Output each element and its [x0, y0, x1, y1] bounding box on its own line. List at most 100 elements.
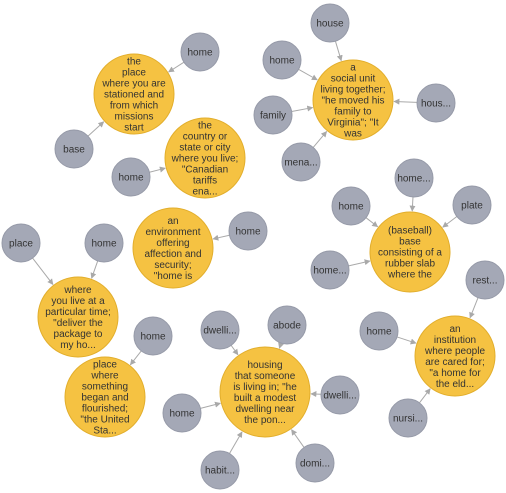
sense-node-label-line: the pon...: [244, 415, 286, 426]
word-node-circle[interactable]: [320, 375, 360, 415]
sense-node-label-line: where people: [424, 346, 485, 357]
word-node-hous[interactable]: hous...: [416, 83, 456, 123]
word-node-home[interactable]: home: [180, 32, 220, 72]
sense-node-circle[interactable]: [64, 356, 146, 438]
edge-w6-to-s3: [291, 105, 314, 112]
word-node-family[interactable]: family: [253, 95, 293, 135]
word-node-circle[interactable]: [452, 185, 492, 225]
word-node-label: home...: [313, 266, 346, 277]
edge-w7-to-s3: [393, 98, 418, 105]
word-node-label: home: [187, 48, 212, 59]
word-node-abode[interactable]: abode: [267, 305, 307, 345]
word-node-circle[interactable]: [111, 157, 151, 197]
sense-node-label-line: "the United: [80, 415, 129, 426]
sense-node-label-line: affection and: [144, 249, 201, 260]
word-node-circle[interactable]: [394, 158, 434, 198]
edge-w1-to-s1: [168, 61, 185, 73]
word-node-circle[interactable]: [465, 260, 505, 300]
word-node-circle[interactable]: [162, 393, 202, 433]
edge-w8-to-s3: [312, 130, 328, 148]
word-node-label: family: [260, 111, 286, 122]
word-node-home[interactable]: home: [359, 311, 399, 351]
sense-node-label-line: package to: [54, 329, 103, 340]
edge-w5-to-s3: [298, 68, 318, 81]
word-node-circle[interactable]: [295, 443, 335, 483]
word-node-circle[interactable]: [388, 398, 428, 438]
word-node-home[interactable]: home...: [310, 250, 350, 290]
word-node-circle[interactable]: [310, 250, 350, 290]
word-node-home[interactable]: home: [162, 393, 202, 433]
sense-node-label-line: my ho...: [60, 340, 96, 351]
word-node-circle[interactable]: [262, 40, 302, 80]
word-node-circle[interactable]: [84, 223, 124, 263]
word-node-circle[interactable]: [133, 316, 173, 356]
word-node-rest[interactable]: rest...: [465, 260, 505, 300]
word-node-home[interactable]: home: [84, 223, 124, 263]
word-node-dwelli[interactable]: dwelli...: [320, 375, 360, 415]
sense-node-label-line: you live at a: [51, 296, 105, 307]
word-node-label: home: [366, 327, 391, 338]
word-node-domi[interactable]: domi...: [295, 443, 335, 483]
sense-node-label-line: an: [167, 216, 178, 227]
word-node-mena[interactable]: mena...: [281, 142, 321, 182]
edge-w23-to-s9: [200, 401, 221, 409]
sense-node-label-line: something: [82, 382, 128, 393]
sense-node-label-line: where you are: [101, 79, 166, 90]
word-node-home[interactable]: home: [111, 157, 151, 197]
sense-node-label-line: dwelling near: [236, 404, 296, 415]
sense-node-circle[interactable]: [414, 315, 496, 397]
word-node-circle[interactable]: [331, 186, 371, 226]
word-node-label: plate: [461, 201, 483, 212]
word-node-circle[interactable]: [253, 95, 293, 135]
sense-node-label-line: housing: [247, 360, 282, 371]
word-node-home[interactable]: home: [262, 40, 302, 80]
word-node-label: home: [140, 332, 165, 343]
edge-w17-to-s7: [396, 336, 417, 345]
sense-node-label-line: flourished;: [82, 404, 128, 415]
word-node-circle[interactable]: [267, 305, 307, 345]
word-node-circle[interactable]: [416, 83, 456, 123]
sense-node-circle[interactable]: [93, 53, 175, 135]
word-node-circle[interactable]: [180, 32, 220, 72]
sense-node-circle[interactable]: [164, 117, 246, 199]
sense-node-label-line: a: [350, 63, 356, 74]
word-node-dwelli[interactable]: dwelli...: [200, 310, 240, 350]
word-node-circle[interactable]: [228, 211, 268, 251]
word-node-circle[interactable]: [359, 311, 399, 351]
word-node-circle[interactable]: [54, 129, 94, 169]
word-node-home[interactable]: home: [228, 211, 268, 251]
word-node-circle[interactable]: [200, 450, 240, 490]
sense-node-label-line: where you live;: [171, 154, 239, 165]
word-node-nursi[interactable]: nursi...: [388, 398, 428, 438]
word-node-circle[interactable]: [281, 142, 321, 182]
sense-node-circle[interactable]: [219, 346, 311, 438]
word-node-circle[interactable]: [310, 3, 350, 43]
word-node-home[interactable]: home...: [394, 158, 434, 198]
word-node-place[interactable]: place: [1, 223, 41, 263]
word-node-circle[interactable]: [200, 310, 240, 350]
word-node-label: home: [169, 409, 194, 420]
word-node-base[interactable]: base: [54, 129, 94, 169]
word-node-circle[interactable]: [1, 223, 41, 263]
sense-node-circle[interactable]: [312, 59, 394, 141]
word-node-plate[interactable]: plate: [452, 185, 492, 225]
sense-node-circle[interactable]: [37, 276, 119, 358]
word-node-house[interactable]: house: [310, 3, 350, 43]
word-node-label: dwelli...: [203, 326, 236, 337]
sense-node-circle[interactable]: [132, 207, 214, 289]
sense-node-label-line: ena...: [192, 187, 217, 198]
word-node-home[interactable]: home: [331, 186, 371, 226]
sense-node-circle[interactable]: [369, 211, 451, 293]
word-node-home[interactable]: home: [133, 316, 173, 356]
word-node-habit[interactable]: habit...: [200, 450, 240, 490]
